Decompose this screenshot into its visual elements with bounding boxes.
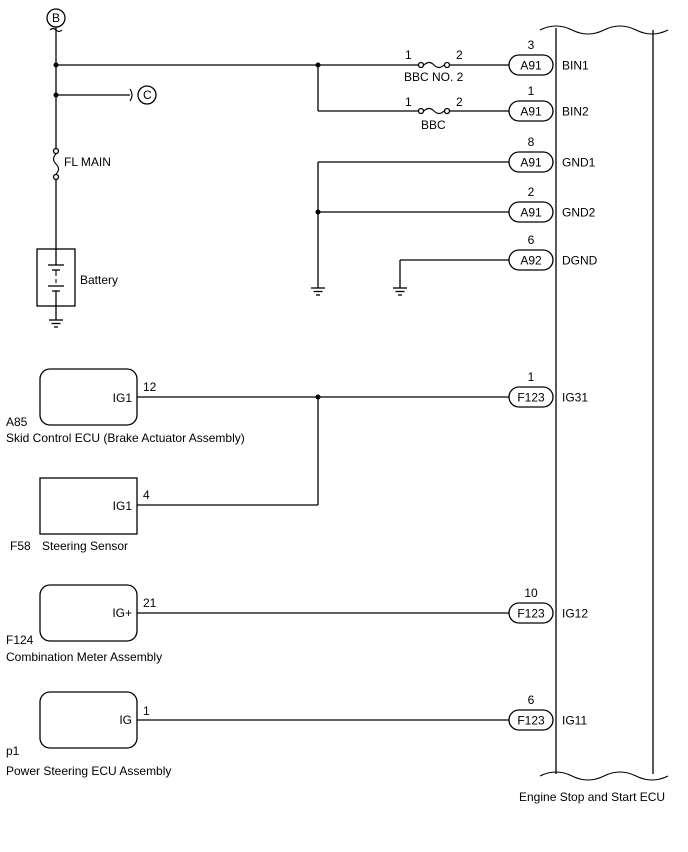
connector-code: F123 [517, 607, 545, 621]
battery-label: Battery [80, 273, 118, 287]
component-code: F124 [6, 633, 34, 647]
ecu-terminal-gnd2: A91 2 GND2 [508, 185, 596, 223]
component-pin: 4 [143, 488, 150, 502]
connector-code: A92 [520, 254, 542, 268]
bbc-fuse [417, 107, 451, 115]
component-terminal: IG1 [113, 391, 133, 405]
ecu-block: Engine Stop and Start ECU [519, 25, 669, 804]
bbc-pin-out: 2 [456, 95, 463, 109]
bbc-label: BBC [421, 118, 446, 132]
break-mark [129, 88, 133, 102]
terminal-name: BIN1 [562, 59, 589, 73]
pin-number: 1 [528, 84, 535, 98]
component-pin: 1 [143, 704, 150, 718]
battery-symbol [36, 248, 76, 307]
component-skid-control-ecu: IG1 12 A85 Skid Control ECU (Brake Actua… [6, 368, 245, 445]
connector-code: A91 [520, 105, 542, 119]
ecu-terminal-ig11: F123 6 IG11 [508, 693, 587, 731]
pin-number: 2 [528, 185, 535, 199]
component-pin: 12 [143, 380, 157, 394]
offpage-c-label: C [143, 88, 152, 102]
terminal-name: GND1 [562, 156, 596, 170]
pin-number: 8 [528, 135, 535, 149]
component-name: Skid Control ECU (Brake Actuator Assembl… [6, 431, 245, 445]
terminal-name: GND2 [562, 206, 596, 220]
terminal-name: DGND [562, 254, 598, 268]
ground-wires [311, 161, 509, 296]
bbc-no2-pin-out: 2 [456, 48, 463, 62]
bbc-pin-in: 1 [405, 95, 412, 109]
pin-number: 1 [528, 370, 535, 384]
ground-symbol [49, 319, 63, 328]
ecu-terminal-bin2: A91 1 BIN2 [508, 84, 589, 122]
ecu-terminal-gnd1: A91 8 GND1 [508, 135, 596, 173]
connector-code: F123 [517, 714, 545, 728]
bbc-no2-label: BBC NO. 2 [404, 70, 464, 84]
terminal-name: BIN2 [562, 105, 589, 119]
pin-number: 10 [524, 586, 538, 600]
offpage-c-connector [137, 85, 157, 105]
ecu-terminal-ig12: F123 10 IG12 [508, 586, 588, 624]
component-name: Combination Meter Assembly [6, 650, 162, 664]
terminal-name: IG12 [562, 607, 588, 621]
ecu-name: Engine Stop and Start ECU [519, 790, 665, 804]
power-section: B C FL MAIN Battery [36, 8, 157, 328]
ecu-terminal-bin1: A91 3 BIN1 [508, 38, 589, 76]
component-code: A85 [6, 415, 28, 429]
battery-feed-wires: 1 2 BBC NO. 2 1 2 BBC [56, 48, 509, 132]
connector-code: A91 [520, 206, 542, 220]
component-code: F58 [10, 539, 31, 553]
pin-number: 6 [528, 233, 535, 247]
component-combination-meter: IG+ 21 F124 Combination Meter Assembly [6, 584, 162, 664]
bbc-no2-fuse [417, 61, 451, 69]
ecu-terminal-ig31: F123 1 IG31 [508, 370, 588, 408]
pin-number: 6 [528, 693, 535, 707]
component-steering-sensor: IG1 4 F58 Steering Sensor [10, 477, 150, 553]
component-terminal: IG1 [113, 499, 133, 513]
component-name: Steering Sensor [42, 539, 128, 553]
component-code: p1 [6, 744, 20, 758]
component-power-steering-ecu: IG 1 p1 Power Steering ECU Assembly [6, 691, 171, 778]
fl-main-label: FL MAIN [64, 155, 111, 169]
connector-code: A91 [520, 156, 542, 170]
component-terminal: IG+ [112, 606, 132, 620]
component-pin: 21 [143, 596, 157, 610]
terminal-name: IG11 [562, 714, 587, 728]
ground-symbol [311, 287, 325, 296]
ecu-terminal-dgnd: A92 6 DGND [508, 233, 598, 271]
connector-code: A91 [520, 59, 542, 73]
terminal-name: IG31 [562, 391, 588, 405]
pin-number: 3 [528, 38, 535, 52]
component-name: Power Steering ECU Assembly [6, 764, 171, 778]
bbc-no2-pin-in: 1 [405, 48, 412, 62]
ground-symbol [393, 287, 407, 296]
offpage-b-label: B [52, 11, 60, 25]
connector-code: F123 [517, 391, 545, 405]
fl-main-fuse [52, 147, 60, 181]
component-terminal: IG [119, 713, 132, 727]
